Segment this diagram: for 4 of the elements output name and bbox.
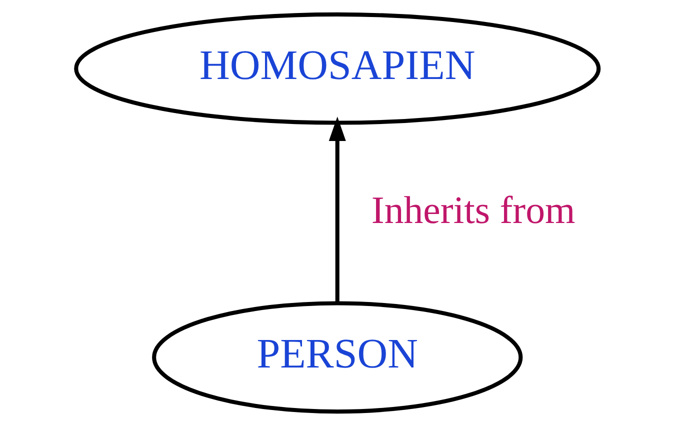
edge-label: Inherits from [370,189,575,232]
arrow [328,116,346,304]
node-ellipse: PERSON [152,301,522,414]
node-ellipse: HOMOSAPIEN [74,12,600,125]
